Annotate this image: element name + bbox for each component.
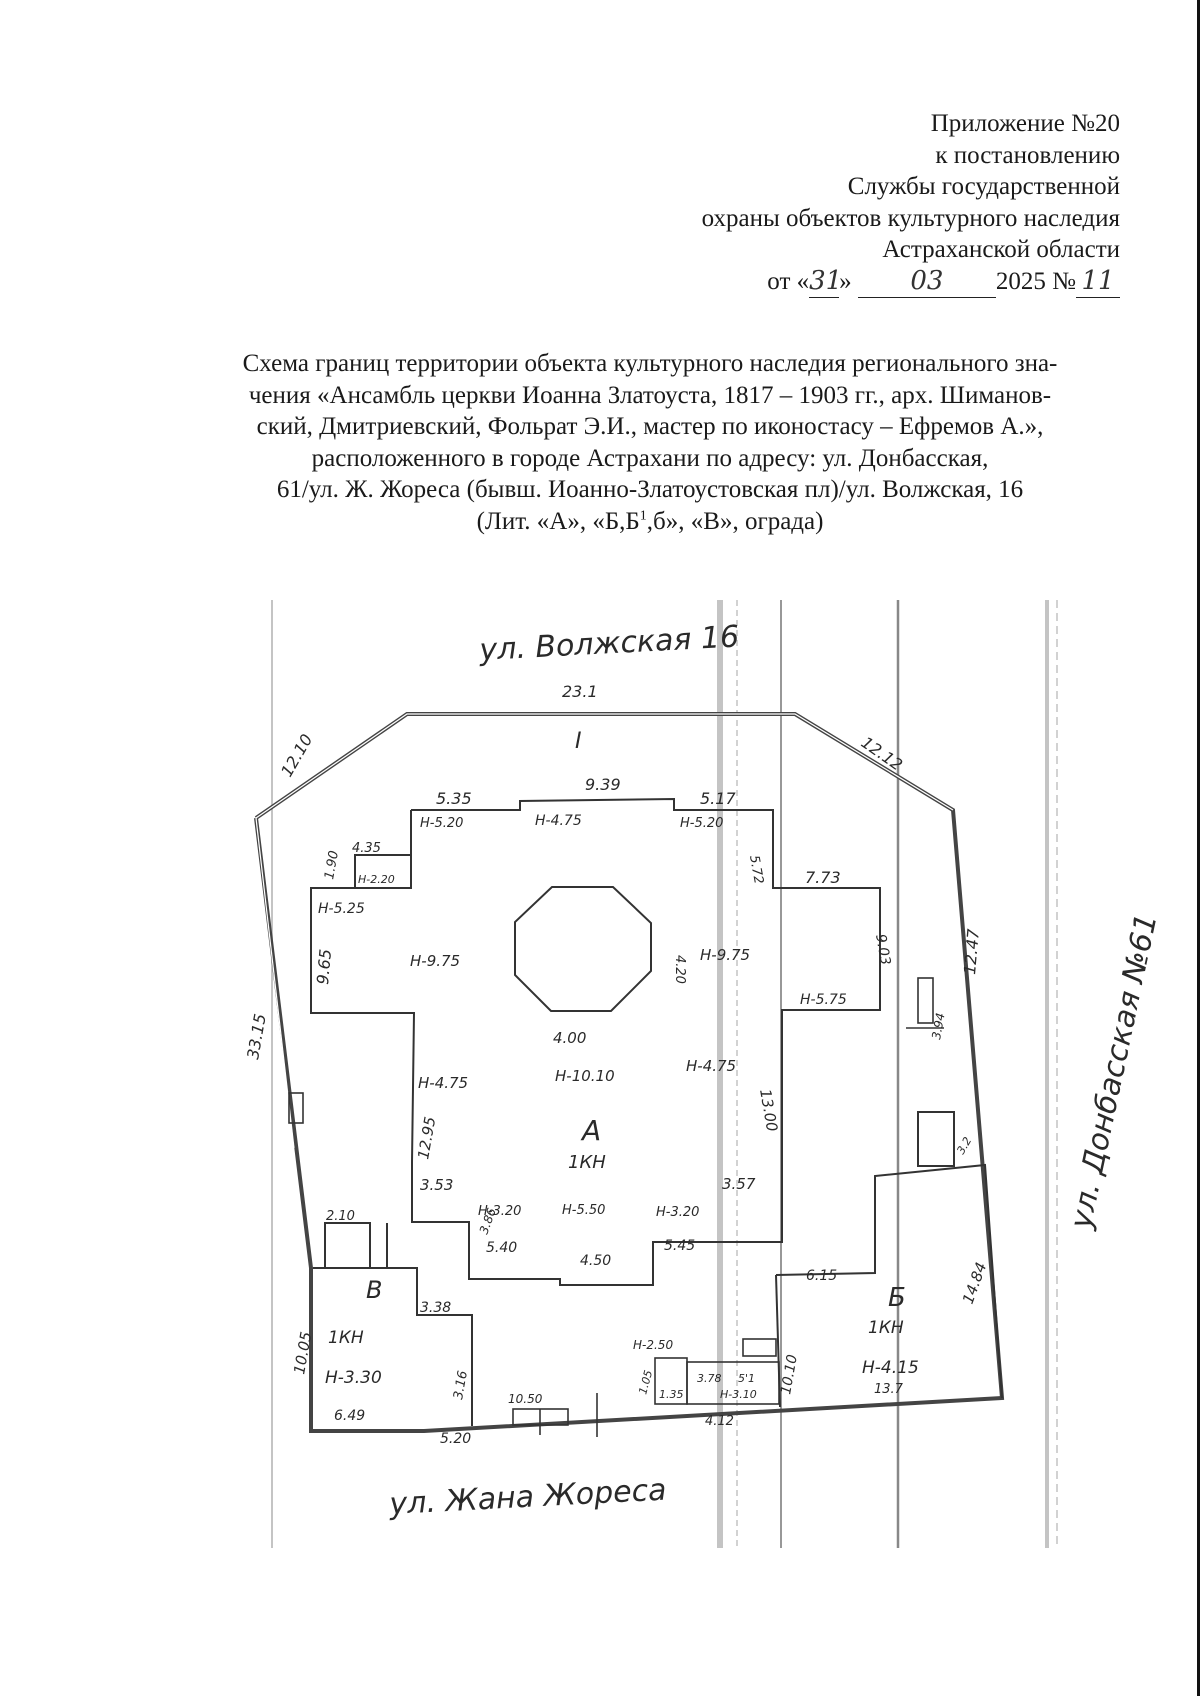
dim-right-upper-side: 5.72 — [746, 854, 766, 885]
title-lit-a: (Лит. «А», «Б,Б — [476, 507, 640, 535]
dim-nave-left-len: 12.95 — [414, 1115, 439, 1160]
title-line-3: ский, Дмитриевский, Фольрат Э.И., мастер… — [256, 413, 1044, 440]
building-a-floors: 1КН — [568, 1152, 606, 1173]
dim-h-top-left: Н-5.20 — [420, 816, 463, 831]
site-boundary-plan: ул. Волжская 16 ул. Донбасская №61 ул. Ж… — [0, 590, 1200, 1560]
church-building-a — [310, 797, 881, 1286]
dim-h-top-mid: Н-4.75 — [535, 813, 582, 829]
date-month: 03 — [857, 266, 996, 298]
title-sup: 1 — [639, 508, 647, 524]
dim-v-side: 3.16 — [451, 1370, 471, 1401]
dim-annex-h: Н-5.75 — [800, 992, 847, 1008]
dim-apse-h-left: Н-3.20 — [478, 1204, 521, 1219]
appendix-to-resolution: к постановлению — [935, 141, 1120, 169]
dim-b-wall-left: 10.10 — [778, 1353, 801, 1395]
dim-v-bottom: 6.49 — [334, 1408, 365, 1424]
dim-nave-left-h: Н-4.75 — [418, 1074, 468, 1092]
dim-inner-top-left: 5.35 — [436, 789, 472, 808]
dim-porch-height: 1.90 — [322, 850, 342, 881]
dim-small-w2: 1.35 — [659, 1388, 684, 1401]
dim-apse-bottom-mid: 4.50 — [580, 1253, 611, 1269]
building-letter-b: Б — [888, 1283, 906, 1313]
fence-marker: I — [575, 729, 582, 754]
dim-nave-right-h: Н-4.75 — [686, 1057, 736, 1075]
dim-porch-width: 4.35 — [352, 841, 381, 856]
dim-small-h: Н-2.50 — [633, 1338, 673, 1352]
dim-apse-left: 3.53 — [420, 1176, 453, 1194]
document-number: 11 — [1076, 266, 1120, 298]
street-label-top: ул. Волжская 16 — [478, 619, 740, 668]
bottom-small-structures — [288, 977, 944, 1437]
dim-b-top: 6.15 — [806, 1268, 837, 1284]
dim-nave-right-len: 13.00 — [756, 1088, 781, 1133]
dim-apse-right: 3.57 — [722, 1175, 756, 1193]
dimension-labels: 23.1 12.10 12.12 33.15 12.47 9.39 5.35 5… — [243, 682, 990, 1447]
building-v — [313, 1222, 473, 1426]
dim-outer-top: 23.1 — [562, 682, 598, 701]
appendix-header: Приложение №20 к постановлению Службы го… — [600, 108, 1120, 298]
building-v-height: Н-3.30 — [325, 1368, 382, 1388]
dim-b-right: 14.84 — [959, 1260, 991, 1307]
dim-left-wing-len: 9.65 — [313, 948, 335, 985]
title-line-5: 61/ул. Ж. Жореса (бывш. Иоанно-Златоусто… — [276, 476, 1024, 503]
appendix-agency-1: Службы государственной — [847, 173, 1120, 200]
scan-grid-lines — [271, 600, 1058, 1548]
street-label-right: ул. Донбасская №61 — [1063, 911, 1164, 1233]
dim-v-step: 3.38 — [420, 1300, 451, 1316]
title-lit-rest: ,б», «В», ограда) — [646, 507, 824, 535]
building-letter-v: В — [366, 1276, 382, 1304]
title-line-4: расположенного в городе Астрахани по адр… — [311, 444, 989, 472]
building-b-height: Н-4.15 — [862, 1358, 919, 1378]
dim-right-gate: 3.94 — [929, 1012, 947, 1041]
title-line-6: (Лит. «А», «Б,Б1,б», «В», ограда) — [180, 506, 1120, 538]
dim-small-h2: Н-3.10 — [720, 1388, 757, 1401]
dim-bottom-wall-1: 5.20 — [440, 1431, 471, 1447]
dim-octagon-side: 4.00 — [553, 1029, 586, 1047]
appendix-region: Астраханской области — [882, 236, 1120, 263]
dim-v-top: 2.10 — [326, 1209, 355, 1224]
dim-apse-h-mid: Н-5.50 — [562, 1203, 605, 1218]
date-prefix: от « — [767, 267, 810, 295]
dim-small-label: 5'1 — [738, 1372, 755, 1385]
appendix-agency-2: охраны объектов культурного наследия — [701, 204, 1120, 232]
dim-annex-top: 7.73 — [805, 868, 841, 887]
date-year: 2025 № — [995, 267, 1076, 295]
dim-outer-top-left: 12.10 — [277, 731, 316, 780]
plan-drawing: ул. Волжская 16 ул. Донбасская №61 ул. Ж… — [243, 600, 1165, 1548]
building-v-floors: 1КН — [328, 1328, 364, 1348]
dim-inner-top-mid: 9.39 — [585, 775, 621, 794]
dim-apse-bottom-right: 5.45 — [664, 1238, 695, 1254]
dim-outer-right-upper: 12.47 — [960, 927, 983, 975]
dim-outer-left: 33.15 — [243, 1012, 270, 1060]
appendix-number: Приложение №20 — [930, 110, 1120, 137]
street-label-bottom: ул. Жана Жореса — [388, 1473, 668, 1523]
dim-octagon-right: 4.20 — [672, 955, 687, 984]
building-letter-a: А — [580, 1114, 601, 1147]
title-line-1: Схема границ территории объекта культурн… — [242, 350, 1058, 377]
page-edge-border — [1197, 0, 1200, 1696]
dim-center-left-h: Н-9.75 — [410, 952, 460, 970]
dim-small-w: 3.78 — [697, 1372, 722, 1385]
dim-apse-bottom-left: 5.40 — [486, 1240, 517, 1256]
document-title: Схема границ территории объекта культурн… — [180, 348, 1120, 537]
building-b-floors: 1КН — [868, 1318, 904, 1338]
dim-h-top-right: Н-5.20 — [680, 816, 723, 831]
date-day: 31 — [809, 266, 842, 298]
title-line-2: чения «Ансамбль церкви Иоанна Златоуста,… — [248, 381, 1052, 409]
date-mid: » — [839, 267, 852, 295]
dim-b-bottom: 13.7 — [874, 1382, 904, 1397]
dim-small-side: 1.05 — [636, 1369, 655, 1396]
dim-bottom-wall-2: 10.50 — [508, 1392, 543, 1406]
dim-left-wing-h: Н-5.25 — [318, 901, 365, 917]
dim-apse-h-right: Н-3.20 — [656, 1205, 699, 1220]
dim-inner-top-right: 5.17 — [700, 789, 736, 808]
dim-porch-h: Н-2.20 — [358, 873, 395, 886]
dim-annex-side: 9.03 — [872, 933, 893, 966]
dim-bottom-wall-3: 4.12 — [705, 1414, 734, 1429]
dim-center-right-h: Н-9.75 — [700, 946, 750, 964]
dim-right-small: 3.2 — [954, 1135, 974, 1157]
dim-nave-center-h: Н-10.10 — [555, 1067, 615, 1085]
